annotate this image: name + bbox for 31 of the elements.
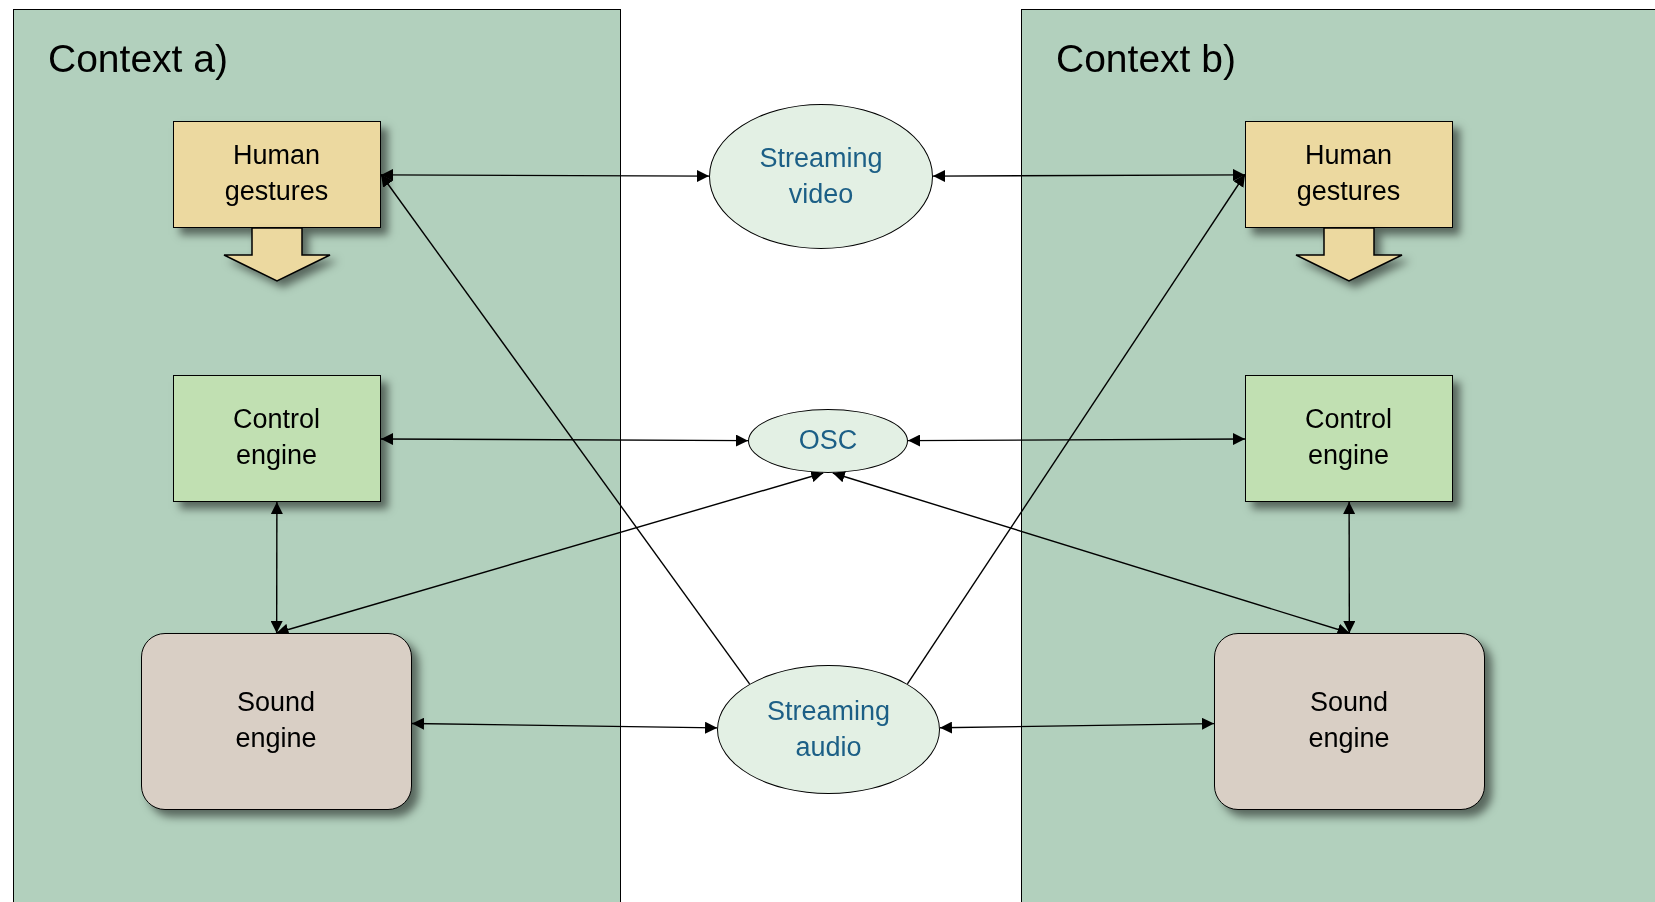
process-box xyxy=(1244,374,1453,502)
node-label: Human gestures xyxy=(223,139,330,208)
connector-arrow xyxy=(832,470,1351,636)
connector-arrow xyxy=(939,717,1215,734)
node-label: Sound engine xyxy=(234,686,318,755)
connector-arrow xyxy=(932,168,1246,183)
context-panel xyxy=(13,9,621,902)
connector-arrow xyxy=(380,433,749,447)
process-box xyxy=(172,374,381,502)
rounded-box xyxy=(1213,632,1485,810)
connector-arrow xyxy=(380,173,751,685)
connector-arrow xyxy=(270,501,283,634)
context-panel xyxy=(1021,9,1655,902)
panel-heading: Context b) xyxy=(1056,38,1236,81)
panel-heading: Context a) xyxy=(48,38,228,81)
connector-arrow xyxy=(411,717,718,734)
connector-arrow xyxy=(906,173,1246,685)
node-label: Streaming video xyxy=(758,141,884,211)
node-label: Streaming audio xyxy=(765,694,892,764)
node-label: Sound engine xyxy=(1307,686,1391,755)
connector-arrow xyxy=(907,433,1246,447)
node-label: OSC xyxy=(798,424,858,458)
rounded-box xyxy=(140,632,412,810)
connector-arrow xyxy=(1343,501,1356,634)
node-label: Control engine xyxy=(231,403,321,472)
process-box xyxy=(172,120,381,228)
process-box xyxy=(1244,120,1453,228)
connector-arrow xyxy=(380,168,710,183)
node-label: Control engine xyxy=(1303,403,1393,472)
node-label: Human gestures xyxy=(1295,139,1402,208)
connector-arrow xyxy=(275,470,824,636)
